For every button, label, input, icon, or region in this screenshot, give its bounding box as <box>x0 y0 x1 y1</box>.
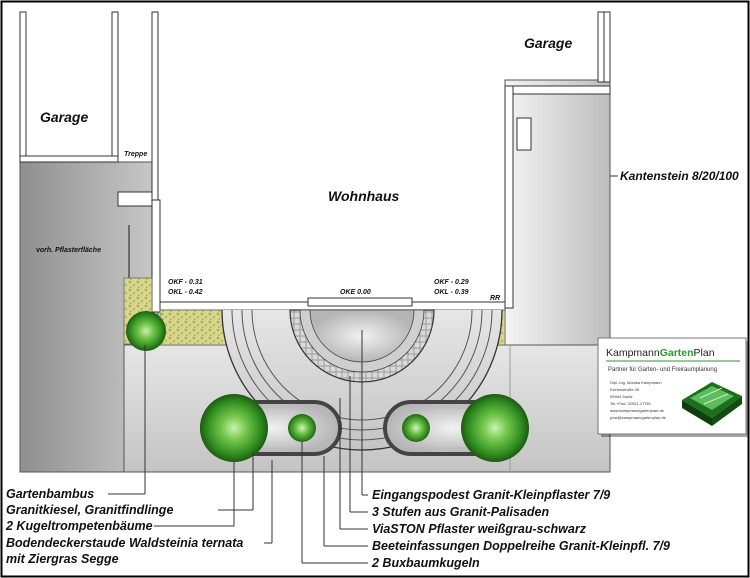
logo-line-4: Tel.+Fax: 02921-17761 <box>610 401 652 406</box>
logo-line-5: www.kampmanngartenplan.de <box>610 408 665 413</box>
label-house: Wohnhaus <box>328 188 400 204</box>
legend-gravel: Granitkiesel, Granitfindlinge <box>6 503 173 517</box>
legend-edging: Beeteinfassungen Doppelreihe Granit-Klei… <box>372 539 670 553</box>
label-garage-left: Garage <box>40 109 88 125</box>
label-garage-right: Garage <box>524 35 572 51</box>
legend-bamboo: Gartenbambus <box>6 487 94 501</box>
logo-line-1: Dipl.-Ing. Monika Kampmann <box>610 380 662 385</box>
logo-tagline: Partner für Garten- und Freiraumplanung <box>608 367 717 373</box>
label-okf-left: OKF - 0.31 <box>168 279 203 286</box>
logo-line-6: post@kampmanngartenplan.de <box>610 415 667 420</box>
company-logo-card: KampmannGartenPlan Partner für Garten- u… <box>597 337 749 437</box>
label-oke: OKE 0.00 <box>340 289 371 296</box>
logo-line-2: Eichenstraße 45 <box>610 387 640 392</box>
logo-emblem-icon <box>682 382 742 426</box>
legend-steps: 3 Stufen aus Granit-Palisaden <box>372 505 549 519</box>
legend-viaston: ViaSTON Pflaster weißgrau-schwarz <box>372 522 587 536</box>
legend-groundcover-2: mit Ziergras Segge <box>6 552 119 566</box>
label-stairs: Treppe <box>124 151 147 158</box>
label-rr: RR <box>490 295 500 302</box>
logo-wordmark: KampmannGartenPlan <box>606 347 715 359</box>
legend-groundcover-1: Bodendeckerstaude Waldsteinia ternata <box>6 536 243 550</box>
label-okf-right: OKF - 0.29 <box>434 279 469 286</box>
label-existing-paving: vorh. Pflasterfläche <box>36 247 101 254</box>
logo-line-3: 59494 Soest <box>610 394 633 399</box>
label-okl-left: OKL - 0.42 <box>168 289 203 296</box>
legend-podest: Eingangspodest Granit-Kleinpflaster 7/9 <box>372 488 610 502</box>
label-curb: Kantenstein 8/20/100 <box>620 169 739 183</box>
legend-trees: 2 Kugeltrompetenbäume <box>5 519 153 533</box>
legend-buxus: 2 Buxbaumkugeln <box>371 556 480 570</box>
label-okl-right: OKL - 0.39 <box>434 289 469 296</box>
